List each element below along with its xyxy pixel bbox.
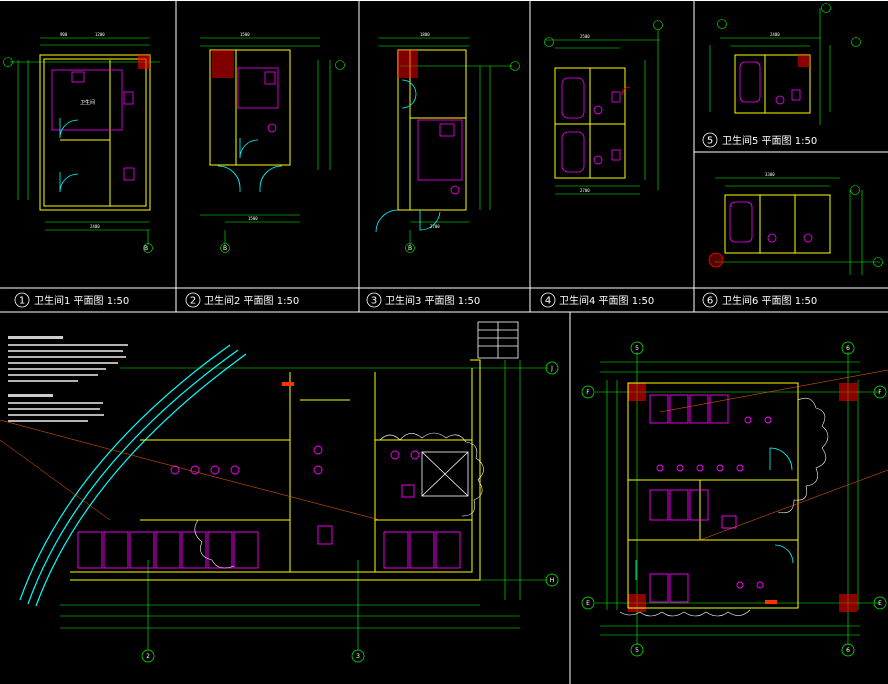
right-grid-5-bottom: 5 bbox=[635, 647, 639, 654]
title-2: 2 卫生间2 平面图 1:50 bbox=[185, 292, 299, 308]
curved-facade bbox=[19, 344, 247, 607]
plan-large-right: 5 6 5 6 F E F E bbox=[581, 341, 888, 657]
svg-text:2400: 2400 bbox=[770, 32, 780, 37]
plan-toilet-4: 2500 2700 bbox=[544, 20, 663, 195]
leader-lines bbox=[0, 419, 381, 521]
sheet-1-axis-label: B bbox=[144, 245, 148, 252]
left-grid-j: J bbox=[550, 365, 553, 372]
plan-large-left: 2 3 J H bbox=[0, 321, 559, 663]
svg-text:卫生间1 平面图 1:50: 卫生间1 平面图 1:50 bbox=[34, 294, 129, 307]
svg-text:2400: 2400 bbox=[90, 224, 100, 229]
title-3: 3 卫生间3 平面图 1:50 bbox=[366, 292, 480, 308]
svg-text:1500: 1500 bbox=[248, 216, 258, 221]
right-grid-f-right: F bbox=[878, 389, 882, 396]
planting-outline bbox=[194, 432, 484, 569]
sheet-2-axis-label: B bbox=[223, 245, 227, 252]
plan-toilet-5: 2400 bbox=[709, 3, 861, 125]
stair bbox=[477, 321, 519, 359]
left-grid-h: H bbox=[550, 577, 555, 584]
left-grid-2: 2 bbox=[146, 653, 150, 660]
sheet-titles: 1 卫生间1 平面图 1:50 2 卫生间2 平面图 1:50 3 卫生间3 平… bbox=[14, 132, 817, 308]
svg-text:1: 1 bbox=[19, 296, 25, 307]
svg-text:2500: 2500 bbox=[580, 34, 590, 39]
svg-text:卫生间4 平面图 1:50: 卫生间4 平面图 1:50 bbox=[559, 294, 654, 307]
plan-toilet-3: 1800 2700 B bbox=[375, 32, 520, 253]
right-planting bbox=[619, 397, 829, 617]
title-4: 4 卫生间4 平面图 1:50 bbox=[540, 292, 654, 308]
right-grid-6-bottom: 6 bbox=[846, 647, 850, 654]
svg-text:2: 2 bbox=[190, 296, 196, 307]
svg-text:6: 6 bbox=[707, 296, 713, 307]
svg-text:卫生间3 平面图 1:50: 卫生间3 平面图 1:50 bbox=[385, 294, 480, 307]
title-1: 1 卫生间1 平面图 1:50 bbox=[14, 292, 129, 308]
svg-text:1200: 1200 bbox=[95, 32, 105, 37]
sheet-3-axis-label: B bbox=[408, 245, 412, 252]
right-grid-6-top: 6 bbox=[846, 345, 850, 352]
svg-text:卫生间: 卫生间 bbox=[80, 99, 95, 106]
title-6: 6 卫生间6 平面图 1:50 bbox=[702, 292, 817, 308]
svg-text:2700: 2700 bbox=[580, 188, 590, 193]
stalls-left bbox=[77, 445, 461, 569]
plan-toilet-2: 1500 1500 B bbox=[200, 32, 345, 253]
general-notes bbox=[8, 336, 128, 422]
shaft bbox=[421, 451, 469, 497]
plan-toilet-1: 900 1200 2400 卫生间 B bbox=[3, 32, 160, 253]
right-grid-f-left: F bbox=[586, 389, 590, 396]
svg-text:卫生间5 平面图 1:50: 卫生间5 平面图 1:50 bbox=[722, 134, 817, 147]
right-grid-e-left: E bbox=[586, 600, 590, 607]
svg-text:3300: 3300 bbox=[765, 172, 775, 177]
right-grid-5-top: 5 bbox=[635, 345, 639, 352]
svg-text:5: 5 bbox=[707, 136, 713, 147]
svg-text:1800: 1800 bbox=[420, 32, 430, 37]
title-5: 5 卫生间5 平面图 1:50 bbox=[702, 132, 817, 148]
stalls-right bbox=[649, 394, 772, 603]
right-leader-lines bbox=[659, 369, 888, 541]
right-grid-e-right: E bbox=[878, 600, 882, 607]
svg-text:1500: 1500 bbox=[240, 32, 250, 37]
svg-text:2700: 2700 bbox=[430, 224, 440, 229]
svg-text:900: 900 bbox=[60, 32, 68, 37]
svg-text:卫生间6 平面图 1:50: 卫生间6 平面图 1:50 bbox=[722, 294, 817, 307]
plan-toilet-6: 3300 bbox=[708, 172, 883, 275]
svg-text:卫生间2 平面图 1:50: 卫生间2 平面图 1:50 bbox=[204, 294, 299, 307]
left-grid-3: 3 bbox=[356, 653, 360, 660]
svg-text:4: 4 bbox=[545, 296, 551, 307]
svg-text:3: 3 bbox=[371, 296, 377, 307]
